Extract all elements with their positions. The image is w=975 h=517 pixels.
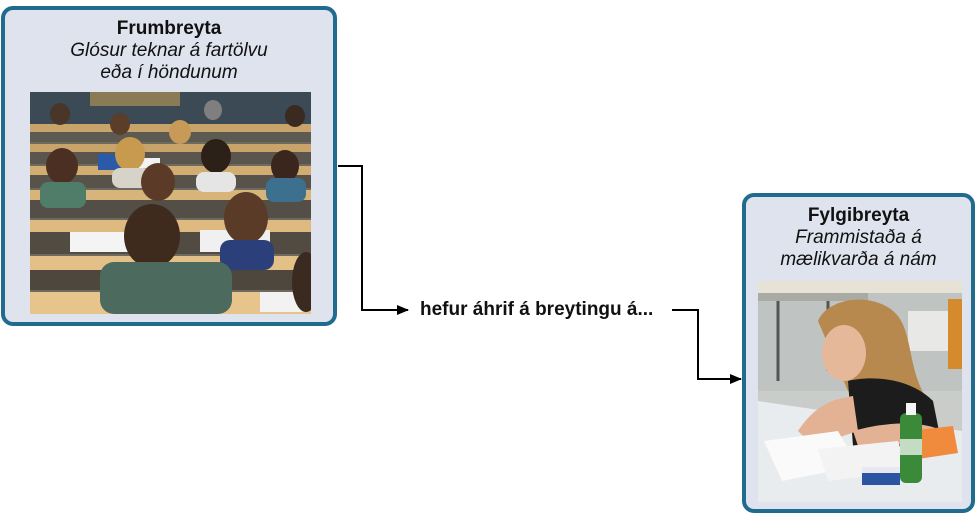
dependent-variable-title: Fylgibreyta bbox=[807, 205, 910, 226]
lecture-hall-photo bbox=[30, 92, 311, 314]
dependent-variable-box: Fylgibreyta Frammistaða á mælikvarða á n… bbox=[742, 193, 975, 513]
dependent-variable-subtitle: Frammistaða á mælikvarða á nám bbox=[780, 227, 937, 270]
independent-variable-box: Frumbreyta Glósur teknar á fartölvu eða … bbox=[1, 6, 337, 326]
independent-variable-title: Frumbreyta bbox=[116, 18, 222, 39]
independent-variable-subtitle: Glósur teknar á fartölvu eða í höndunum bbox=[70, 40, 268, 83]
arrow-to-dependent bbox=[672, 309, 742, 384]
exam-student-photo bbox=[758, 281, 962, 502]
relation-label: hefur áhrif á breytingu á... bbox=[420, 299, 654, 320]
arrow-to-label bbox=[338, 165, 409, 315]
